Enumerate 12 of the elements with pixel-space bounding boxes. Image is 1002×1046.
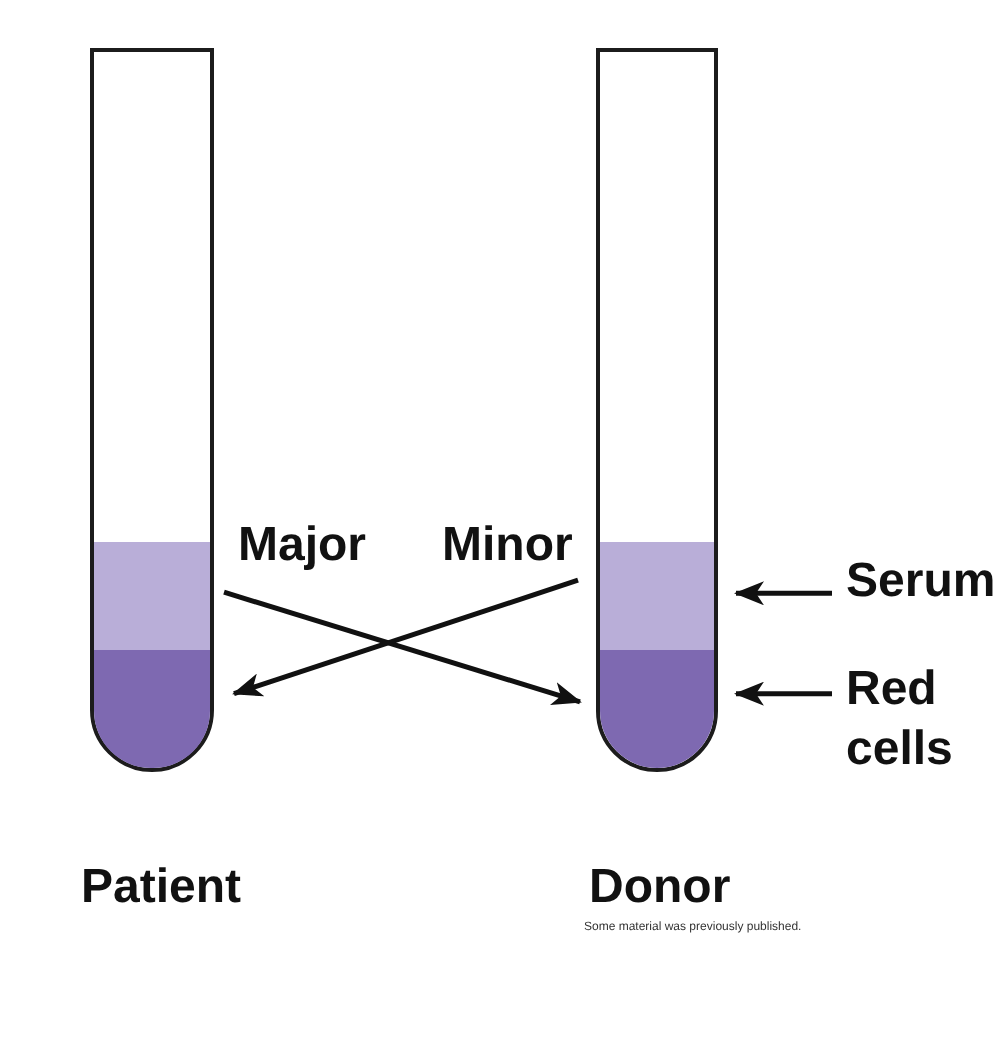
part-label: Red cells [846, 660, 990, 780]
part-label: Serum [846, 554, 996, 610]
arrow [734, 681, 832, 706]
liquid-layer [600, 650, 714, 768]
tube-label: Donor [589, 859, 731, 915]
liquid-layer [94, 541, 210, 650]
tube-label: Patient [81, 859, 242, 915]
arrow [232, 577, 579, 697]
arrow [734, 581, 832, 606]
arrow [223, 589, 582, 706]
liquid-layer [94, 650, 210, 768]
liquid-layer [600, 541, 714, 650]
